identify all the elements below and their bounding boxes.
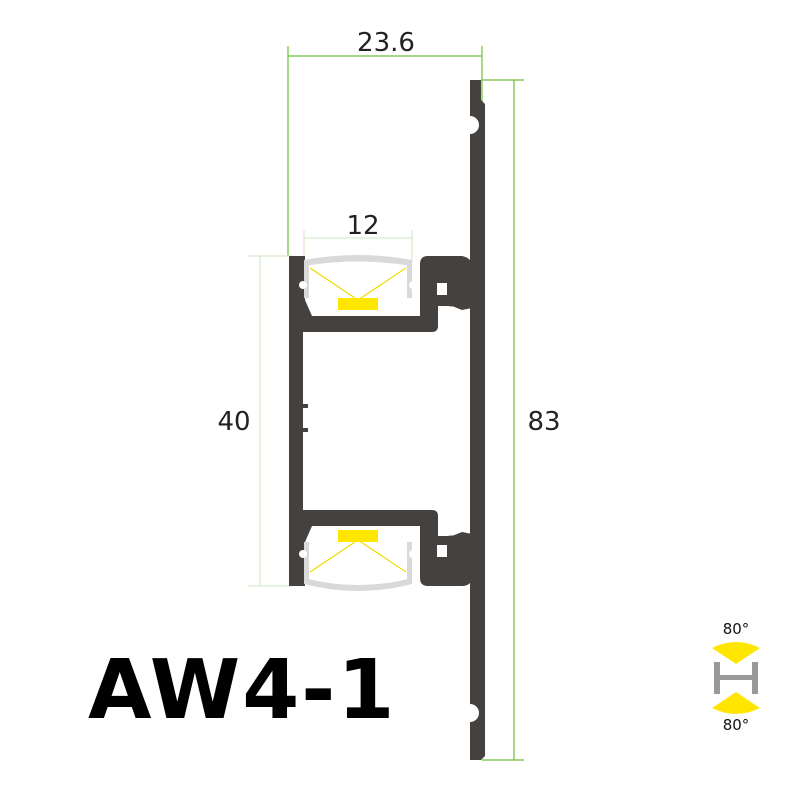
frame-notch-1 (303, 404, 308, 408)
overall-width-label: 23.6 (357, 28, 415, 58)
top-diffuser-hook-left (299, 281, 307, 289)
aluminium-profile (289, 80, 485, 760)
bottom-led-strip (313, 526, 416, 530)
overall-height-label: 83 (527, 407, 560, 437)
bottom-led-chip (338, 530, 378, 542)
top-diffuser (304, 255, 412, 266)
bottom-beam-line-left (309, 539, 359, 573)
bottom-diffuser-side-left (304, 542, 309, 580)
beam-angle-icon: 80° 80° (712, 620, 760, 734)
top-diffuser-hook-right (409, 281, 417, 289)
bottom-diffuser (304, 578, 412, 591)
led-channel-width-label: 12 (346, 211, 379, 241)
frame-notch-2 (303, 428, 308, 432)
beam-up-fan (712, 642, 760, 664)
beam-h-bar (720, 675, 752, 680)
top-led-chip (338, 298, 378, 310)
bottom-diffuser-hook-left (299, 550, 307, 558)
wall-plate (470, 80, 485, 760)
clip-openings (437, 283, 447, 557)
bottom-beam-line-right (357, 539, 407, 573)
top-led-chamber (299, 255, 417, 314)
beam-angle-up-label: 80° (723, 620, 750, 638)
bottom-diffuser-hook-right (409, 550, 417, 558)
bottom-diffuser-side-right (407, 542, 412, 580)
bottom-channel (289, 502, 472, 586)
top-beam-line-left (309, 267, 359, 301)
beam-h-right (752, 662, 758, 694)
channel-height-label: 40 (217, 407, 250, 437)
beam-down-fan (712, 692, 760, 714)
top-channel (289, 256, 472, 340)
dimension-lines (248, 46, 524, 761)
frame-left-wall (289, 330, 303, 510)
top-led-strip (313, 310, 416, 314)
beam-angle-down-label: 80° (723, 716, 750, 734)
model-title: AW4-1 (88, 643, 396, 738)
bottom-led-chamber (299, 526, 417, 591)
top-beam-line-right (357, 267, 407, 301)
top-diffuser-side-left (304, 262, 309, 298)
top-diffuser-side-right (407, 262, 412, 298)
beam-h-left (714, 662, 720, 694)
